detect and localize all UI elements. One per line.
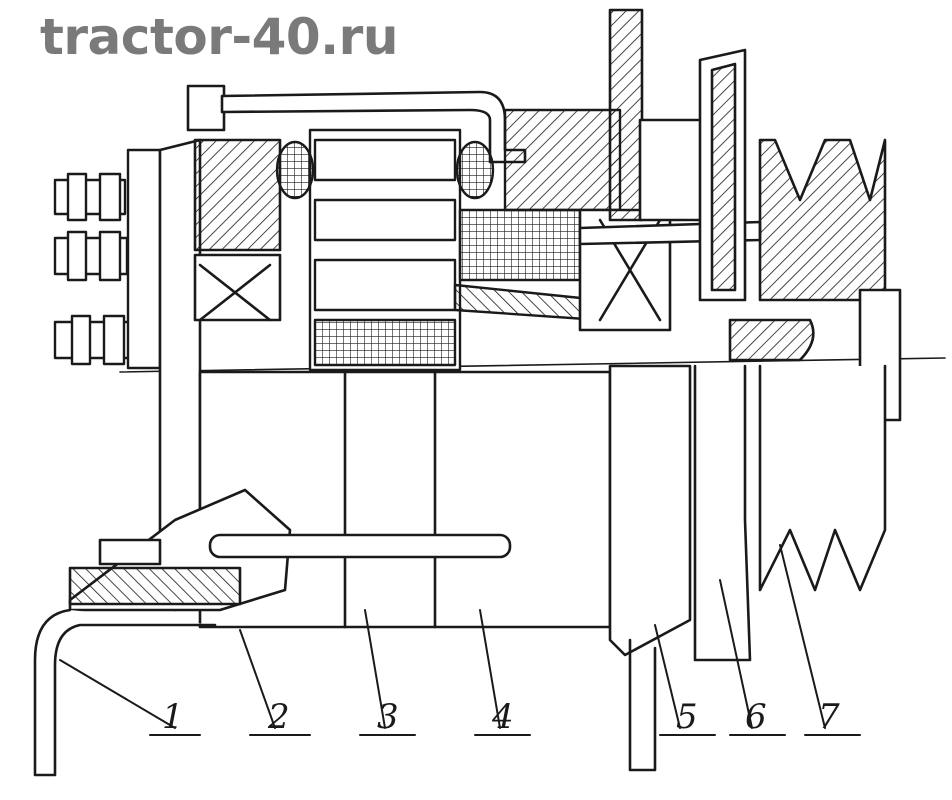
terminal-bolts xyxy=(53,148,162,370)
fan xyxy=(698,48,747,302)
stator-rotor xyxy=(275,108,622,372)
callout-6: 6 xyxy=(745,697,767,737)
rear-cover xyxy=(158,138,282,612)
callout-4: 4 xyxy=(491,697,514,737)
callout-2: 2 xyxy=(267,697,290,737)
watermark: tractor-40.ru xyxy=(40,8,398,66)
leader-lines xyxy=(59,544,861,736)
center-line xyxy=(119,357,946,373)
callout-labels: 1 2 3 4 5 6 7 xyxy=(162,697,840,737)
lower-body xyxy=(198,364,887,772)
callout-7: 7 xyxy=(818,697,840,737)
callout-3: 3 xyxy=(377,697,399,737)
callout-5: 5 xyxy=(676,697,698,737)
mounting-bracket xyxy=(33,488,512,777)
callout-1: 1 xyxy=(162,697,184,737)
